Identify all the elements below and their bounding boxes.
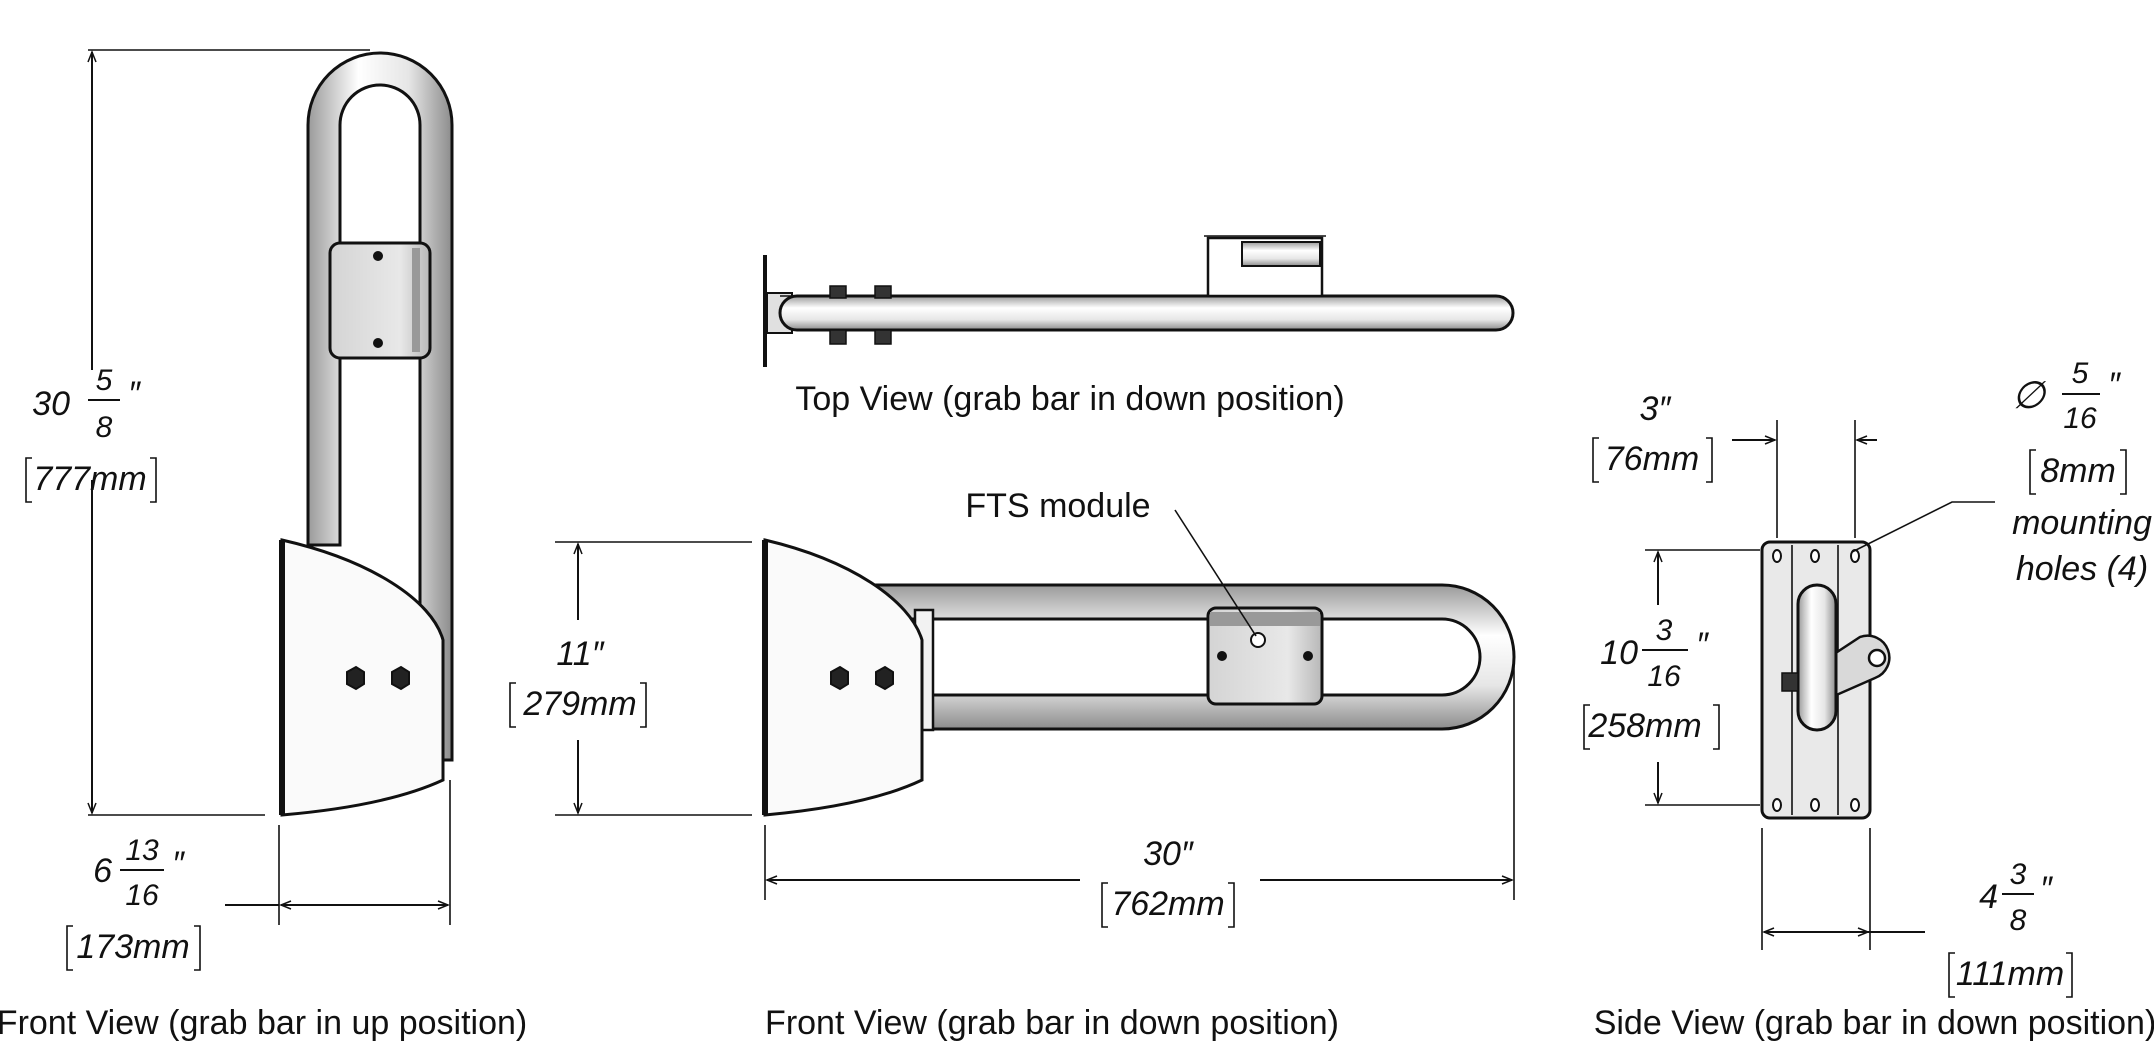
base-depth-metric-bracket-right [194,925,201,971]
plate-width-metric-bracket-right [2066,952,2073,998]
down-module-screw-right [1303,651,1313,661]
side-width-metric-bracket-left [1592,437,1599,483]
down-grab-bar-loop [868,583,1516,731]
up-nut-left [346,665,365,691]
up-nut-right [391,665,410,691]
top-bar-tube [778,294,1515,332]
base-depth-whole: 6 [93,852,112,890]
base-depth-num: 13 [125,834,159,867]
caption-front-view-up: Front View (grab bar in up position) [0,1004,527,1042]
down-nut-left [830,665,849,691]
mounting-holes-label-line2: holes (4) [2016,550,2148,588]
bar-height-metric: 279mm [522,685,636,723]
bar-height-metric-bracket-right [640,682,647,728]
fts-module-leader [1174,509,1257,637]
hole-diameter-metric-bracket-right [2120,449,2127,495]
hole-diameter-metric-bracket-left [2029,449,2036,495]
bar-height-metric-bracket-left [509,682,516,728]
caption-side-view: Side View (grab bar in down position) [1594,1004,2154,1042]
overall-height-metric-bracket-right [150,457,157,503]
overall-height-metric-bracket-left [25,457,32,503]
plate-height-metric-bracket-left [1583,704,1590,750]
mounting-holes-leader [1851,501,1995,553]
side-view [1645,420,1995,950]
side-width-metric-bracket-right [1706,437,1713,483]
overall-height-den: 8 [96,411,113,444]
plate-height-inch: ″ [1696,626,1709,664]
side-hinge-pivot [1867,648,1887,668]
side-hole-bottom-right [1850,798,1860,812]
hole-diameter-metric: 8mm [2040,452,2116,490]
side-hole-top-mid [1810,549,1820,563]
side-width-inches: 3″ [1640,390,1672,428]
front-view-up [88,49,454,925]
fts-module-label: FTS module [965,487,1150,525]
plate-height-den: 16 [1647,660,1681,693]
bar-length-inches: 30″ [1143,835,1194,873]
caption-top-view: Top View (grab bar in down position) [795,380,1344,418]
down-nut-right [875,665,894,691]
side-hole-top-left [1772,549,1782,563]
top-fts-cylinder [1241,241,1321,267]
top-hinge-bolt-lower-2 [874,329,892,345]
hole-diameter-inch: ″ [2108,366,2121,404]
base-depth-metric: 173mm [76,928,189,966]
overall-height-num: 5 [96,364,113,397]
side-hole-bottom-left [1772,798,1782,812]
up-module-screw-bottom [373,338,383,348]
top-view [763,235,1515,367]
side-grab-bar-section [1796,583,1838,732]
top-hinge-bolt-lower [829,329,847,345]
plate-height-metric-bracket-right [1713,704,1720,750]
overall-height-whole: 30 [32,385,70,423]
side-width-metric: 76mm [1605,440,1699,478]
bar-length-metric-bracket-left [1101,882,1108,928]
bar-length-metric: 762mm [1111,885,1224,923]
base-depth-inch: ″ [172,845,185,883]
plate-width-inch: ″ [2040,870,2053,908]
down-fts-module [1206,606,1324,706]
up-fts-module [328,241,432,360]
base-depth-den: 16 [125,879,159,912]
plate-height-num: 3 [1656,614,1673,647]
plate-width-metric-bracket-left [1948,952,1955,998]
bar-height-inches: 11″ [556,635,604,673]
top-hinge-bolt-upper-2 [874,285,892,299]
front-view-down [555,509,1516,900]
mounting-holes-label-line1: mounting [2012,504,2152,542]
down-module-sensor [1250,632,1266,648]
hole-diameter-den: 16 [2063,402,2097,435]
plate-height-whole: 10 [1600,634,1638,672]
caption-front-view-down: Front View (grab bar in down position) [765,1004,1339,1042]
base-depth-metric-bracket-left [66,925,73,971]
bar-length-metric-bracket-right [1228,882,1235,928]
plate-width-den: 8 [2010,904,2027,937]
side-hinge-bolt [1781,672,1799,692]
plate-width-num: 3 [2010,858,2027,891]
up-module-screw-top [373,251,383,261]
hole-diameter-symbol: ∅ [2012,375,2047,417]
side-hole-bottom-mid [1810,798,1820,812]
down-module-band [1210,612,1320,626]
hole-diameter-num: 5 [2072,357,2089,390]
plate-width-metric: 111mm [1956,955,2064,993]
down-module-screw-left [1217,651,1227,661]
plate-width-whole: 4 [1979,878,1998,916]
overall-height-inch: ″ [128,375,141,413]
top-hinge-bolt-upper [829,285,847,299]
plate-height-metric: 258mm [1587,707,1701,745]
overall-height-metric: 777mm [33,460,146,498]
